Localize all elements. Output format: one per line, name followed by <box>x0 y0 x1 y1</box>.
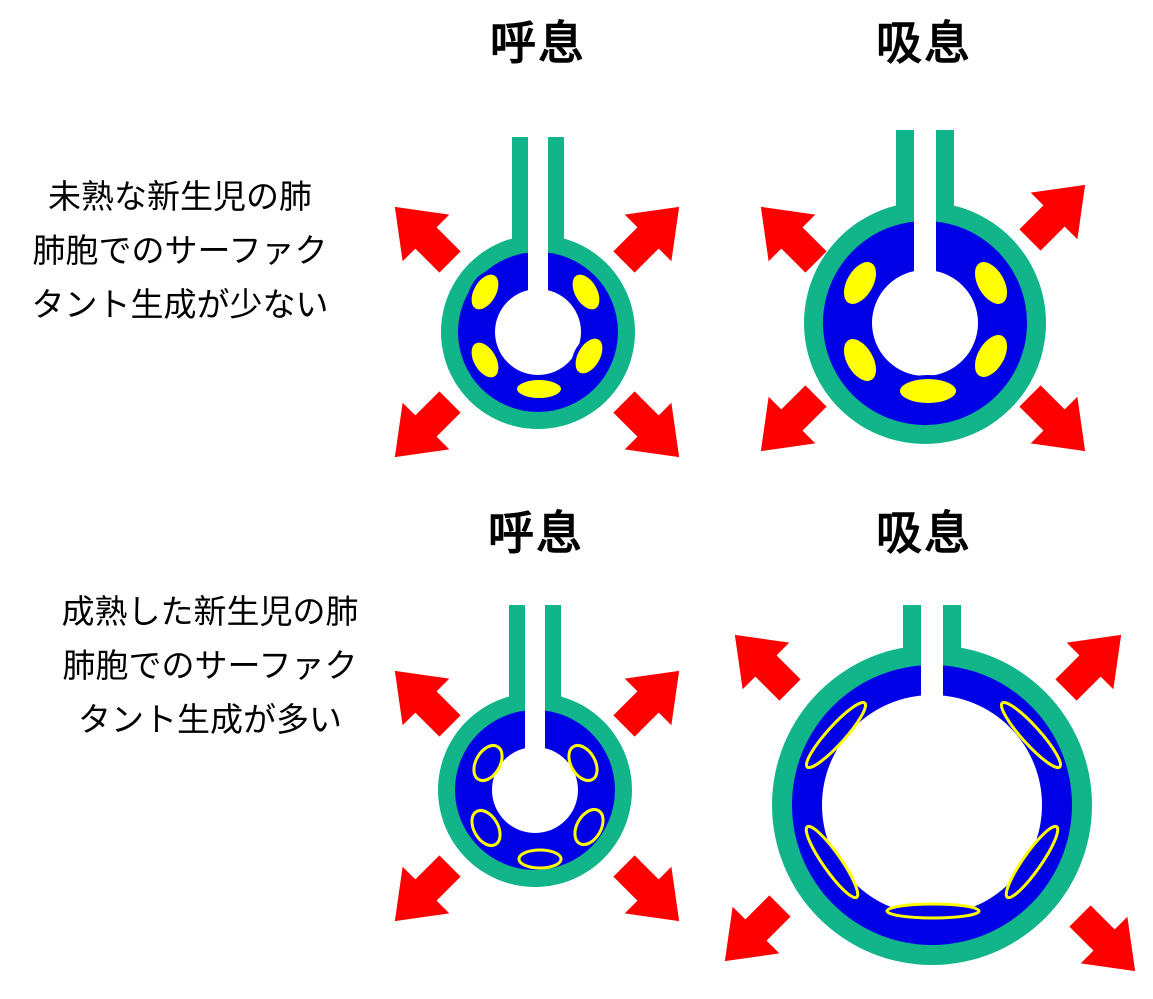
expansion-arrow <box>394 855 461 922</box>
expansion-arrow <box>613 206 680 273</box>
airway-lumen <box>914 128 936 274</box>
row2-description: 成熟した新生児の肺 肺胞でのサーファク タント生成が多い <box>25 585 395 747</box>
surfactant-molecule <box>467 270 503 314</box>
expansion-arrow <box>734 634 801 701</box>
expansion-arrow <box>394 670 461 737</box>
surfactant-molecule <box>970 258 1012 308</box>
surfactant-molecule <box>573 807 605 847</box>
row1-description-line: 未熟な新生児の肺 <box>48 177 312 216</box>
surfactant-molecule <box>970 331 1012 381</box>
airway-lumen <box>528 135 548 293</box>
expansion-arrow <box>613 391 680 458</box>
alveolar-air-space <box>822 695 1042 915</box>
expansion-arrow <box>760 206 827 273</box>
row1-description-line: 肺胞でのサーファク <box>32 231 328 270</box>
row2-inspiration-label: 吸息 <box>876 506 972 560</box>
surfactant-molecule <box>804 700 868 770</box>
row1-inspiration-label: 吸息 <box>876 16 972 70</box>
alveolar-air-space <box>492 747 578 833</box>
expansion-arrow <box>394 391 461 458</box>
expansion-arrow <box>394 206 461 273</box>
expansion-arrow <box>613 855 680 922</box>
surfactant-molecule <box>839 335 881 385</box>
surfactant-molecule <box>839 258 881 308</box>
row1-description: 未熟な新生児の肺 肺胞でのサーファク タント生成が少ない <box>10 170 350 332</box>
surfactant-molecule <box>467 338 503 382</box>
expansion-arrow <box>613 670 680 737</box>
surfactant-molecule <box>567 743 599 783</box>
surfactant-molecule <box>513 376 565 402</box>
airway-lumen <box>921 603 943 699</box>
surfactant-molecule <box>1004 824 1060 900</box>
surfactant-molecule <box>568 270 604 314</box>
surfactant-molecule <box>896 375 960 407</box>
alveolar-air-space <box>872 270 978 376</box>
expansion-arrow <box>1055 634 1122 701</box>
row2-description-line: 肺胞でのサーファク <box>62 646 358 685</box>
surfactant-molecule <box>804 824 860 900</box>
expansion-arrow <box>724 895 791 962</box>
expansion-arrow <box>1019 385 1086 452</box>
airway-lumen <box>525 603 545 751</box>
alveolar-air-space <box>495 289 581 375</box>
row1-expiration-label: 呼息 <box>490 16 586 70</box>
row2-description-line: 成熟した新生児の肺 <box>61 592 359 631</box>
expansion-arrow <box>1019 184 1086 251</box>
expansion-arrow <box>760 385 827 452</box>
row2-expiration-label: 呼息 <box>488 506 584 560</box>
surfactant-molecule <box>470 808 502 848</box>
surfactant-molecule <box>885 902 981 920</box>
surfactant-molecule <box>999 700 1063 770</box>
row2-description-line: タント生成が多い <box>78 700 342 739</box>
surfactant-molecule <box>472 743 504 783</box>
expansion-arrow <box>1069 905 1136 972</box>
surfactant-molecule <box>517 848 563 870</box>
row1-description-line: タント生成が少ない <box>31 285 329 324</box>
surfactant-molecule <box>571 334 607 378</box>
